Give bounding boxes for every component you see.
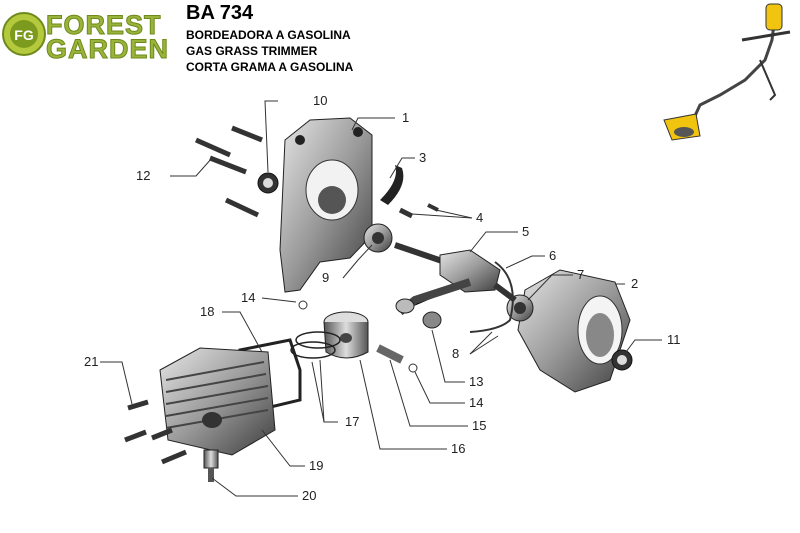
piston-ring-b xyxy=(290,341,336,359)
gasket-6 xyxy=(469,261,514,333)
callout-2: 2 xyxy=(631,276,638,291)
bolts-12 xyxy=(194,125,263,218)
leader-lines xyxy=(100,100,662,497)
circlip-14b xyxy=(408,363,418,373)
piston xyxy=(323,311,369,359)
spark-plug xyxy=(203,449,219,482)
crankcase-left-half xyxy=(279,117,373,293)
description-spanish: BORDEADORA A GASOLINA xyxy=(186,28,351,42)
callout-18: 18 xyxy=(200,304,214,319)
callout-8: 8 xyxy=(452,346,459,361)
grass-trimmer-icon xyxy=(663,3,791,141)
callout-labels: 1 2 3 4 5 6 7 8 9 10 11 12 13 14 14 15 1… xyxy=(84,93,681,503)
callout-19: 19 xyxy=(309,458,323,473)
description-english: GAS GRASS TRIMMER xyxy=(186,44,318,58)
callout-15: 15 xyxy=(472,418,486,433)
bolts-21 xyxy=(124,399,187,465)
callout-3: 3 xyxy=(419,150,426,165)
callout-13: 13 xyxy=(469,374,483,389)
callout-16: 16 xyxy=(451,441,465,456)
model-number: BA 734 xyxy=(186,2,254,24)
callout-9: 9 xyxy=(322,270,329,285)
callout-20: 20 xyxy=(302,488,316,503)
description-portuguese: CORTA GRAMA A GASOLINA xyxy=(186,60,354,74)
piston-pin xyxy=(376,344,404,364)
logo-monogram: FG xyxy=(14,27,34,43)
crankshaft xyxy=(394,242,517,316)
circlip-14a xyxy=(298,300,308,310)
callout-6: 6 xyxy=(549,248,556,263)
callout-12: 12 xyxy=(136,168,150,183)
callout-5: 5 xyxy=(522,224,529,239)
cylinder xyxy=(159,347,276,456)
callout-1: 1 xyxy=(402,110,409,125)
crankcase-right-half xyxy=(517,269,631,393)
callout-17: 17 xyxy=(345,414,359,429)
callout-11: 11 xyxy=(667,332,681,347)
callout-21: 21 xyxy=(84,354,98,369)
piston-ring-a xyxy=(295,331,341,349)
callout-14a: 14 xyxy=(241,290,255,305)
brand-name-garden: GARDEN xyxy=(45,34,170,64)
callout-10: 10 xyxy=(313,93,327,108)
pin-4b xyxy=(427,203,439,212)
callout-14b: 14 xyxy=(469,395,483,410)
needle-bearing-13 xyxy=(422,311,442,329)
pin-4a xyxy=(398,207,414,219)
callout-7: 7 xyxy=(577,267,584,282)
brand-name-forest: FOREST xyxy=(46,10,162,40)
forest-garden-logo-icon: FG xyxy=(2,12,46,56)
callout-4: 4 xyxy=(476,210,483,225)
gasket-3 xyxy=(380,165,404,205)
